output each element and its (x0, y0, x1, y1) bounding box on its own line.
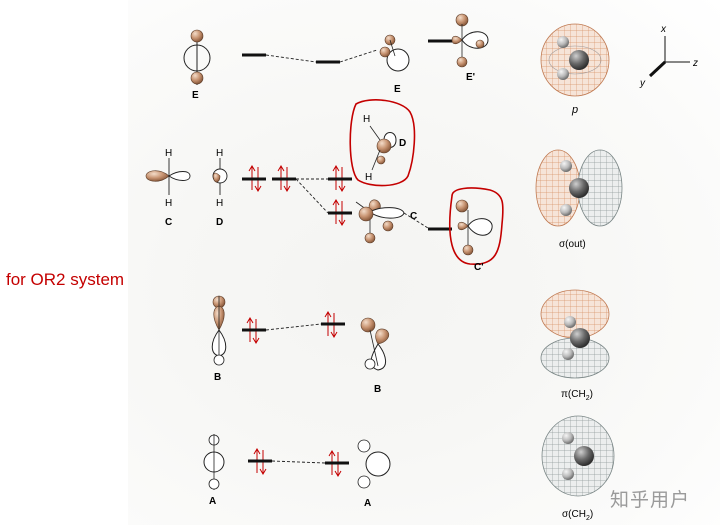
h-atom-callout-bot: H (365, 172, 372, 183)
scanned-page-background (128, 0, 720, 525)
orbital-a-left (203, 434, 225, 490)
orbital-render-sigma: σ(CH2) (541, 415, 615, 522)
orbital-e-prime (451, 13, 489, 68)
orbital-c-mid (355, 199, 405, 244)
orbital-e-mid (379, 34, 410, 72)
h-atom-c-bot: H (165, 198, 172, 209)
watermark-text: 知乎用户 (610, 489, 691, 511)
correlation-line-b (265, 323, 322, 331)
correlation-line-e-2 (339, 49, 378, 63)
orbital-d-left: H H (212, 148, 228, 209)
axis-y-label: y (639, 78, 646, 89)
label-b-2: B (374, 384, 381, 395)
h-atom-callout-top: H (363, 114, 370, 125)
label-a: A (209, 496, 216, 507)
label-a-2: A (364, 498, 371, 509)
label-e: E (192, 90, 199, 101)
orbital-render-p: p (540, 23, 610, 116)
orbital-b-left (211, 295, 227, 366)
label-e-prime: E' (466, 72, 475, 83)
orbital-b-right (360, 317, 390, 371)
label-c: C (165, 217, 172, 228)
label-d: D (216, 217, 223, 228)
callout-c-prime: C' (449, 187, 504, 273)
orbital-a-right (357, 439, 391, 489)
h-atom-d-top: H (216, 148, 223, 159)
orbital-c-left: H H (145, 148, 191, 209)
callout-d: H H D (349, 99, 416, 187)
h-atom-d-bot: H (216, 198, 223, 209)
label-b: B (214, 372, 221, 383)
row-b: B B (211, 295, 390, 395)
correlation-line-a (271, 460, 326, 464)
axis-x-label: x (660, 24, 667, 35)
orbital-sigma-out-label: σ(out) (559, 239, 586, 250)
label-c-mid: C (410, 211, 417, 222)
orbital-pi-label: π(CH2) (561, 389, 593, 402)
correlation-line-e-1 (265, 54, 317, 63)
row-a: A A (203, 434, 391, 509)
orbital-render-sigma-out: σ(out) (535, 149, 623, 250)
side-annotation: for OR2 system (6, 270, 125, 289)
orbital-render-pi: π(CH2) (540, 289, 610, 402)
orbital-e-left (183, 29, 211, 85)
orbital-sigma-label: σ(CH2) (562, 509, 593, 522)
axis-z-label: z (692, 58, 698, 69)
row-c-d: H H C H H D (145, 99, 504, 273)
label-c-prime: C' (474, 262, 484, 273)
correlation-line-d-2 (295, 178, 329, 214)
row-e: E E E' (183, 13, 489, 101)
label-d-callout: D (399, 138, 406, 149)
label-e-2: E (394, 84, 401, 95)
orbital-p-label: p (571, 104, 578, 116)
axis-triad: x z y (639, 24, 698, 89)
h-atom-c-top: H (165, 148, 172, 159)
